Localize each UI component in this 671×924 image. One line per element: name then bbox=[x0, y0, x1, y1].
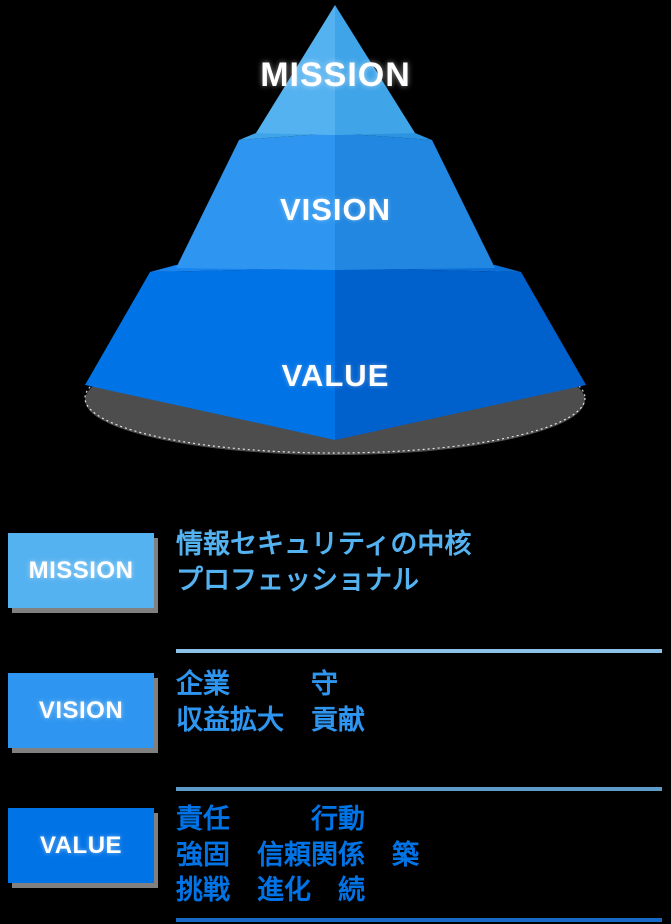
legend-text-vision: 企業 守 収益拡大 貢献 bbox=[176, 669, 365, 735]
legend-text-value: 責任 行動 強固 信頼関係 築 挑戦 進化 続 bbox=[176, 804, 419, 906]
legend-divider-value bbox=[176, 918, 662, 922]
legend-text-mission: 情報セキュリティの中核 プロフェッショナル bbox=[176, 529, 472, 595]
legend-row-mission: MISSION 情報セキュリティの中核 プロフェッショナル bbox=[0, 515, 671, 655]
legend-badge-mission: MISSION bbox=[8, 533, 158, 613]
legend-list: MISSION 情報セキュリティの中核 プロフェッショナル VISION 企業 … bbox=[0, 490, 671, 924]
legend-badge-vision-label: VISION bbox=[8, 673, 154, 748]
pyramid-graphic: MISSION VISION VALUE bbox=[84, 5, 586, 455]
legend-row-vision: VISION 企業 守 収益拡大 貢献 bbox=[0, 655, 671, 795]
pyramid-ground-shadow-highlight bbox=[84, 342, 586, 454]
legend-row-value: VALUE 責任 行動 強固 信頼関係 築 挑戦 進化 続 bbox=[0, 790, 671, 924]
pyramid-svg bbox=[84, 5, 586, 455]
pyramid-tier-mission-base-left bbox=[256, 118, 335, 135]
legend-divider-mission bbox=[176, 649, 662, 653]
pyramid-tier-vision-left bbox=[176, 133, 335, 270]
pyramid-tier-mission-right bbox=[335, 5, 415, 135]
legend-badge-value-label: VALUE bbox=[8, 808, 154, 883]
pyramid-tier-value-right bbox=[335, 268, 586, 440]
pyramid-tier-mission-base-right bbox=[335, 118, 415, 135]
legend-badge-value: VALUE bbox=[8, 808, 158, 888]
legend-divider-vision bbox=[176, 787, 662, 791]
pyramid-tier-vision-right bbox=[335, 133, 495, 270]
pyramid-tier-value-left bbox=[85, 268, 335, 440]
legend-badge-mission-label: MISSION bbox=[8, 533, 154, 608]
pyramid-tier-mission-left bbox=[256, 5, 335, 135]
legend-badge-vision: VISION bbox=[8, 673, 158, 753]
